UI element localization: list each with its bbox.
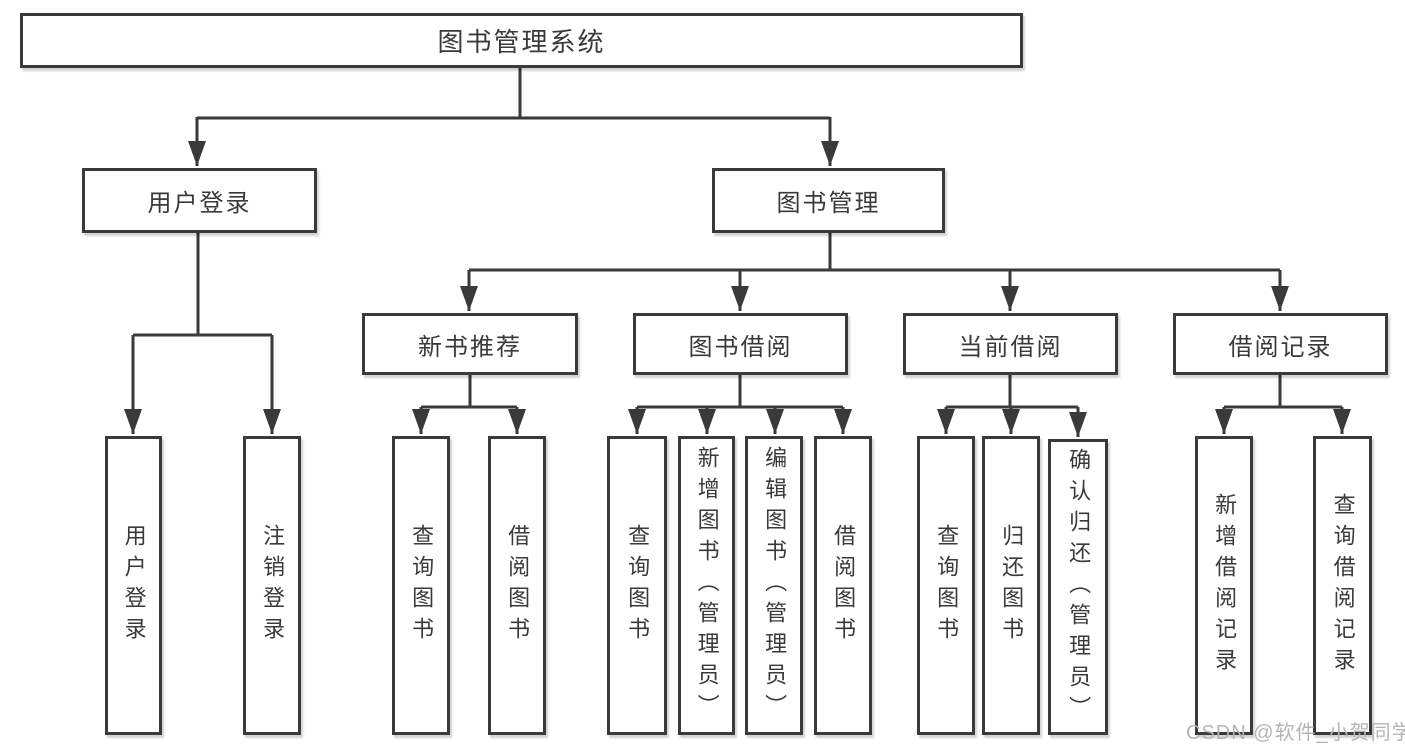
leaf-borrowing-add-books-admin: 新增图书（管理员） — [678, 436, 735, 735]
node-label: 图书管理 — [776, 190, 881, 217]
node-library-management-system: 图书管理系统 — [20, 13, 1023, 68]
leaf-current-return-books: 归还图书 — [982, 436, 1040, 735]
node-label: 借阅记录 — [1228, 333, 1333, 361]
node-label: 借阅图书 — [831, 523, 857, 648]
node-user-login: 用户登录 — [82, 168, 317, 233]
node-label: 当前借阅 — [958, 333, 1063, 361]
node-label: 查询借阅记录 — [1330, 492, 1356, 679]
node-label: 查询图书 — [625, 523, 651, 648]
node-label: 编辑图书（管理员） — [762, 446, 788, 725]
node-label: 图书管理系统 — [437, 27, 606, 57]
node-label: 图书借阅 — [688, 333, 793, 361]
node-label: 新书推荐 — [418, 333, 522, 361]
leaf-newbooks-borrow-books: 借阅图书 — [488, 436, 546, 735]
node-label: 确认归还（管理员） — [1066, 447, 1092, 727]
leaf-newbooks-query-books: 查询图书 — [392, 436, 450, 735]
node-label: 归还图书 — [999, 523, 1025, 648]
node-label: 新增图书（管理员） — [694, 446, 720, 725]
leaf-logout: 注销登录 — [243, 436, 301, 735]
node-label: 用户登录 — [121, 523, 147, 648]
node-label: 新增借阅记录 — [1212, 492, 1238, 679]
node-label: 查询图书 — [934, 523, 960, 648]
node-new-book-recommendation: 新书推荐 — [362, 313, 578, 375]
leaf-borrowing-edit-books-admin: 编辑图书（管理员） — [745, 436, 803, 735]
node-borrowing-records: 借阅记录 — [1173, 313, 1388, 375]
leaf-borrowing-borrow-books: 借阅图书 — [814, 436, 872, 735]
node-label: 用户登录 — [147, 190, 252, 217]
node-book-borrowing: 图书借阅 — [633, 313, 848, 375]
node-label: 注销登录 — [260, 523, 286, 648]
leaf-user-login: 用户登录 — [105, 436, 162, 735]
leaf-records-query-record: 查询借阅记录 — [1313, 436, 1372, 735]
leaf-current-confirm-return-admin: 确认归还（管理员） — [1048, 439, 1108, 735]
node-book-management: 图书管理 — [712, 168, 945, 233]
node-label: 借阅图书 — [505, 523, 531, 648]
leaf-borrowing-query-books: 查询图书 — [607, 436, 667, 735]
node-label: 查询图书 — [409, 523, 435, 648]
node-current-borrowing: 当前借阅 — [903, 313, 1118, 375]
leaf-current-query-books: 查询图书 — [917, 436, 975, 735]
leaf-records-add-record: 新增借阅记录 — [1195, 436, 1253, 735]
